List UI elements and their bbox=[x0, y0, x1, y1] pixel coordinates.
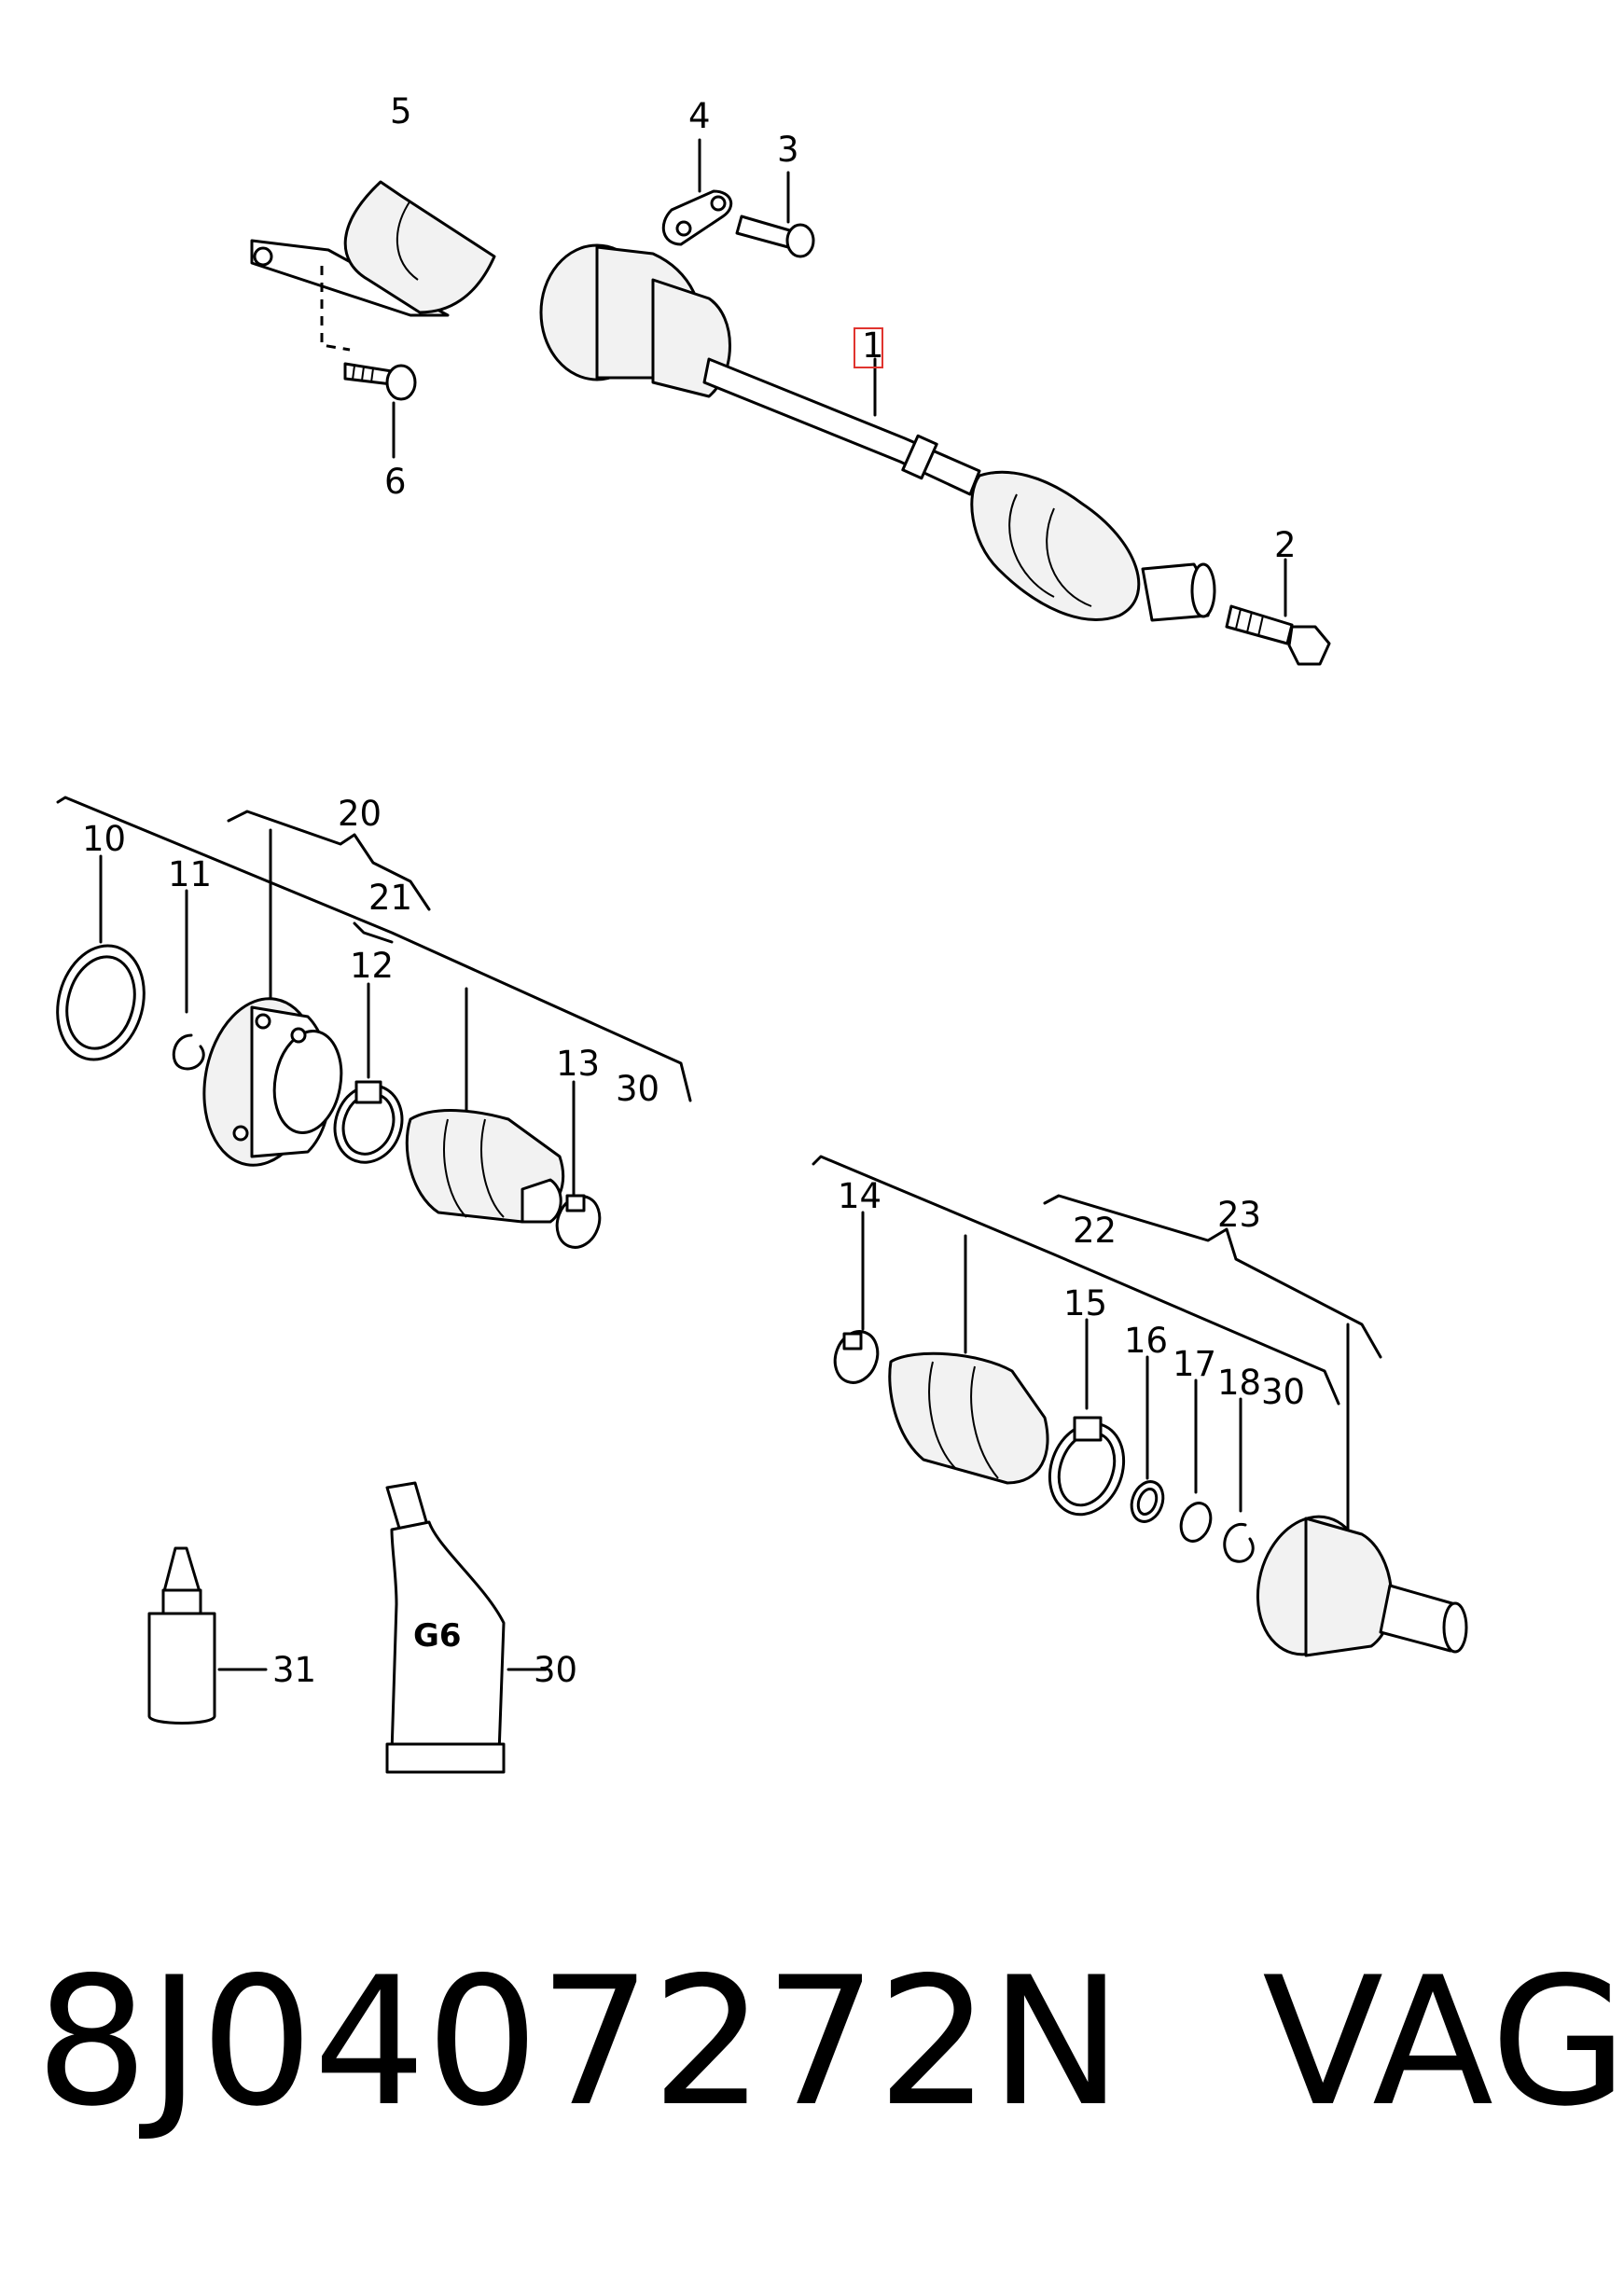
callout-30-inner-kit: 30 bbox=[1261, 1372, 1305, 1412]
plate-screw bbox=[735, 171, 815, 258]
callout-17: 17 bbox=[1173, 1344, 1216, 1384]
joint-boot-right bbox=[888, 1351, 1049, 1485]
hose-clamp-small-right bbox=[833, 1330, 880, 1384]
part-number: 8J0407272N bbox=[35, 1939, 1123, 2145]
hose-clamp-large bbox=[333, 1080, 404, 1164]
cv-joint-housing bbox=[202, 997, 343, 1167]
callout-5: 5 bbox=[390, 91, 412, 132]
callout-12: 12 bbox=[350, 946, 394, 986]
callout-31: 31 bbox=[272, 1650, 316, 1690]
callout-22: 22 bbox=[1073, 1211, 1117, 1251]
ring-17 bbox=[1179, 1502, 1213, 1543]
heat-shield bbox=[250, 180, 496, 352]
callout-30-grease: 30 bbox=[534, 1650, 577, 1690]
callout-30-joint-kit: 30 bbox=[616, 1069, 659, 1109]
callout-21: 21 bbox=[368, 878, 412, 918]
bracket-lines-left bbox=[56, 796, 692, 1196]
callout-20: 20 bbox=[338, 794, 382, 834]
highlight-box bbox=[854, 327, 883, 368]
callout-labels: 1 2 3 4 5 6 10 11 12 13 20 21 30 14 15 1… bbox=[82, 91, 1305, 1690]
hose-clamp-small bbox=[555, 1194, 602, 1249]
washer-16 bbox=[1130, 1480, 1165, 1523]
circlip-small bbox=[172, 1033, 205, 1071]
bracket-lines-right bbox=[812, 1155, 1382, 1531]
tube-label: G6 bbox=[413, 1617, 462, 1655]
callout-18: 18 bbox=[1217, 1363, 1261, 1403]
callout-3: 3 bbox=[777, 130, 799, 170]
callout-15: 15 bbox=[1063, 1283, 1107, 1323]
callout-13: 13 bbox=[556, 1044, 600, 1084]
hose-clamp-large-right bbox=[1048, 1416, 1126, 1517]
callout-16: 16 bbox=[1124, 1321, 1168, 1361]
lock-plate bbox=[661, 138, 733, 246]
circlip-18 bbox=[1223, 1523, 1255, 1563]
inner-cv-joint bbox=[1256, 1515, 1468, 1657]
callout-2: 2 bbox=[1274, 525, 1297, 565]
brand-name: VAG bbox=[1262, 1939, 1624, 2145]
dust-ring bbox=[56, 944, 146, 1061]
sealant-bottle bbox=[147, 1546, 268, 1725]
joint-boot-left bbox=[405, 1109, 565, 1224]
drive-shaft bbox=[539, 243, 1216, 622]
callout-10: 10 bbox=[82, 819, 126, 859]
callout-1: 1 bbox=[862, 326, 884, 366]
axle-bolt bbox=[1225, 558, 1331, 666]
grease-tube bbox=[385, 1481, 548, 1774]
callout-11: 11 bbox=[168, 854, 212, 894]
callout-23: 23 bbox=[1217, 1195, 1261, 1235]
callout-14: 14 bbox=[838, 1176, 881, 1216]
heat-shield-bolt bbox=[343, 362, 417, 459]
callout-4: 4 bbox=[688, 96, 711, 136]
callout-6: 6 bbox=[384, 462, 407, 502]
